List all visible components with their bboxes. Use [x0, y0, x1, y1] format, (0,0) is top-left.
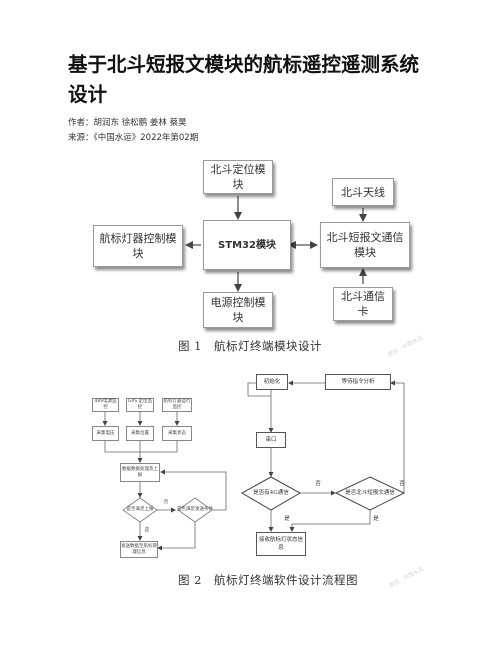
authors-label: 作者：: [68, 118, 94, 128]
flow-left-source-gps: GPS 定位监控: [126, 398, 154, 412]
flow-right-wait: 等待指令分析: [325, 374, 391, 390]
figure-2-flowchart: 48V电源监控 GPS 定位监控 航标灯器运行监控 采集电压 采集位置 采集状态…: [92, 374, 425, 590]
flow-right-init: 初始化: [256, 374, 288, 390]
figure-1-diagram: 北斗定位模块 北斗天线 航标灯器控制模块 STM32模块 北斗短报文通信模块 电…: [93, 160, 424, 359]
flow-right-yes-label-2: 是: [373, 516, 379, 522]
flow-left-yes-label: 是: [144, 528, 150, 533]
figure-2-connectors: [102, 380, 406, 551]
source-label: 来源：: [68, 133, 94, 143]
flow-right-serial: 串口: [256, 432, 286, 448]
flow-right-yes-label-1: 是: [284, 516, 290, 522]
flow-left-source-light: 航标灯器运行监控: [162, 398, 192, 412]
flow-left-collect-position: 采集位置: [126, 426, 154, 441]
power-module-box: 电源控制模块: [203, 292, 273, 328]
figure-1-caption: 图 1 航标灯终端模块设计: [178, 339, 322, 353]
flow-left-no-label: 否: [163, 500, 169, 505]
positioning-module-box: 北斗定位模块: [203, 160, 273, 194]
article-authors: 作者：胡润东 徐松鹏 姜林 蔡昊: [68, 116, 187, 128]
flow-left-collect-voltage: 采集电压: [92, 426, 119, 441]
card-box: 北斗通信卡: [333, 287, 393, 321]
flow-right-no-label-1: 否: [315, 481, 321, 487]
flow-left-analyze: 数据数据处理及上报: [120, 463, 160, 482]
flow-right-decision-2: 是否北斗短报文通信: [345, 490, 395, 496]
flow-left-collect-state: 采集状态: [162, 426, 192, 441]
figure-2-caption: 图 2 航标灯终端软件设计流程图: [178, 573, 358, 587]
light-control-module-box: 航标灯器控制模块: [93, 225, 183, 267]
flow-left-send: 发送数据至航标管理信息: [120, 541, 158, 558]
figure-1-connectors: [185, 196, 367, 292]
article-title: 基于北斗短报文模块的航标遥控遥测系统设计: [68, 53, 420, 106]
comm-module-box: 北斗短报文通信模块: [320, 222, 410, 268]
flow-right-no-label-2: 否: [399, 481, 405, 487]
article-source: 来源：《中国水运》2022年第02期: [68, 131, 198, 143]
authors-value: 胡润东 徐松鹏 姜林 蔡昊: [93, 118, 187, 128]
flow-right-decision-1: 是否有4G通信: [253, 490, 289, 496]
flow-left-source-voltage: 48V电源监控: [92, 398, 119, 412]
flow-left-decision-1: 是否满足上报: [126, 507, 154, 512]
source-value: 《中国水运》2022年第02期: [93, 133, 199, 143]
flow-left-decision-2: 是否满足发送条件: [177, 507, 213, 512]
flow-right-send: 接收航标灯状态信息: [256, 532, 306, 556]
antenna-box: 北斗天线: [332, 178, 394, 206]
mcu-module-box: STM32模块: [203, 220, 291, 270]
